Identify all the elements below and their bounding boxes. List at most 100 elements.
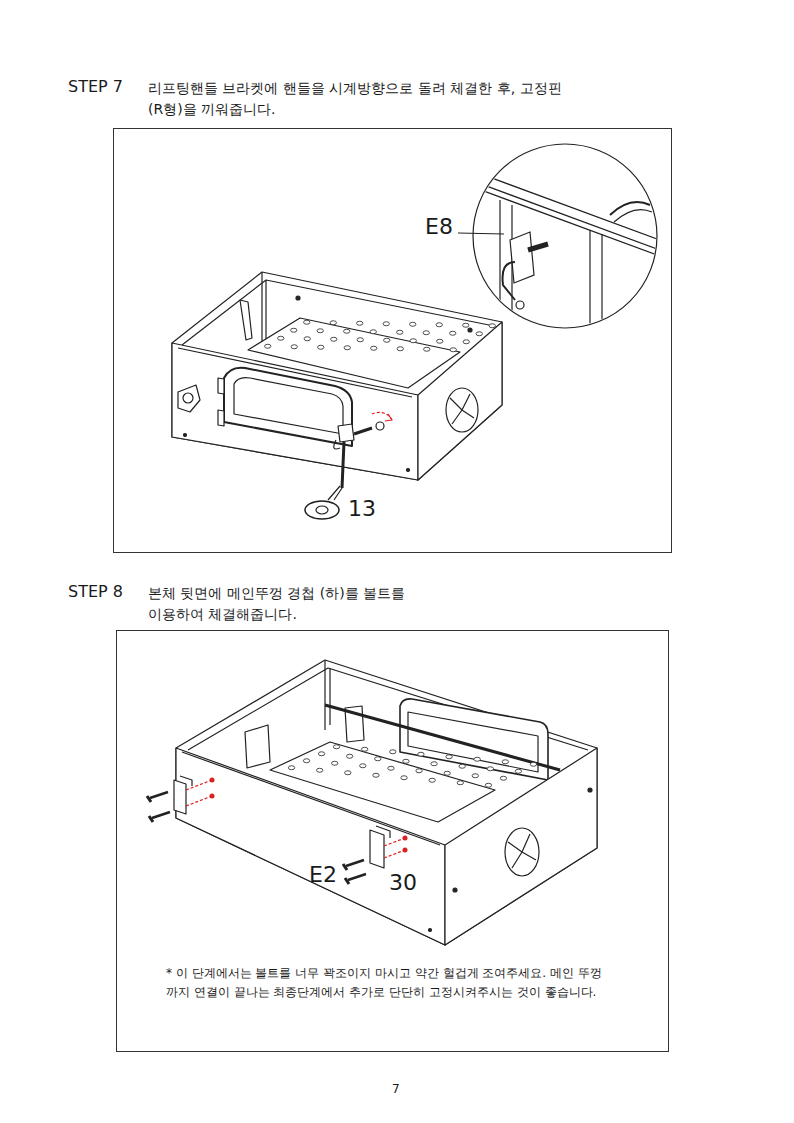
callout-number: 13: [348, 497, 376, 521]
tray-holes: [265, 320, 496, 352]
tray-hole: [450, 331, 456, 335]
tray-hole: [304, 337, 310, 341]
bolt-hole: [210, 778, 215, 783]
inner-bracket: [245, 725, 270, 768]
tray-holes: [288, 745, 536, 788]
tray-hole: [530, 762, 536, 766]
tray-hole: [373, 773, 379, 777]
inset-bracket: [510, 232, 534, 283]
tray-hole: [331, 761, 337, 765]
bolt-hole: [210, 794, 215, 799]
box-outline: [176, 660, 597, 945]
tray-hole: [318, 345, 324, 349]
tray-hole: [459, 764, 465, 768]
screw: [296, 296, 300, 300]
tray-hole: [472, 774, 478, 778]
tray-hole: [357, 338, 363, 342]
step-number: STEP 8: [68, 582, 123, 601]
tray-hole: [344, 329, 350, 333]
back-wall-edge: [262, 272, 266, 345]
screw: [407, 469, 410, 472]
inset-wall: [500, 200, 602, 330]
side-face: [418, 322, 502, 480]
page-number: 7: [392, 1082, 400, 1096]
back-wall-edge: [325, 660, 330, 730]
inset-hole: [516, 301, 524, 309]
tray-hole: [346, 754, 352, 758]
rotation-arrow: [372, 412, 392, 420]
rim-edge: [182, 752, 440, 845]
grill-box-step8: [147, 660, 597, 945]
step-number: STEP 7: [68, 77, 123, 96]
far-door: [400, 699, 548, 780]
tray-hole: [437, 339, 443, 343]
handle-grip: [305, 501, 339, 519]
bolt-hole: [403, 848, 408, 853]
tray-hole: [487, 767, 493, 771]
inner-bracket: [240, 300, 252, 340]
vent-fan: [446, 388, 478, 432]
tray-hole: [431, 762, 437, 766]
side-bracket: [178, 385, 200, 412]
screw: [588, 788, 592, 792]
screw: [184, 434, 187, 437]
tray-hole: [444, 771, 450, 775]
step-instruction: 리프팅핸들 브라켓에 핸들을 시계방향으로 돌려 체결한 후, 고정핀 (R형)…: [148, 78, 568, 120]
step-instruction: 본체 뒷면에 메인뚜껑 경첩 (하)를 볼트를 이용하여 체결해줍니다.: [148, 583, 408, 625]
tray-hole: [318, 752, 324, 756]
tray-hole: [331, 337, 337, 341]
tray-hole: [291, 345, 297, 349]
hinge: [174, 776, 192, 814]
tray-hole: [265, 344, 271, 348]
part-code: E2: [309, 863, 337, 887]
insert-guide: [186, 780, 405, 858]
tray-hole: [500, 776, 506, 780]
tray-hole: [397, 347, 403, 351]
hinge: [370, 826, 390, 868]
tray-hole: [345, 771, 351, 775]
tray-hole: [361, 747, 367, 751]
tray-hole: [463, 340, 469, 344]
handle-grip-end: [316, 506, 328, 514]
tray-hole: [317, 329, 323, 333]
tray-hole: [370, 330, 376, 334]
tray-hole: [489, 324, 495, 328]
tray-hole: [401, 776, 407, 780]
tray-hole: [403, 759, 409, 763]
far-window: [408, 712, 538, 772]
tray-hole: [397, 330, 403, 334]
tray-hole: [384, 338, 390, 342]
tray-hole: [291, 328, 297, 332]
tray-hole: [375, 757, 381, 761]
tray-hole: [344, 346, 350, 350]
tray-hole: [423, 331, 429, 335]
tray-hole: [474, 757, 480, 761]
tray-hole: [288, 766, 294, 770]
inset-bolt: [528, 244, 548, 250]
vent-blade: [508, 834, 536, 868]
bolt-hole: [376, 422, 384, 430]
tray-hole: [390, 750, 396, 754]
tray-hole: [371, 346, 377, 350]
tray-hole: [418, 752, 424, 756]
screw: [453, 888, 457, 892]
detail-inset: [458, 144, 660, 330]
tray-hole: [330, 321, 336, 325]
inset-pin: [503, 262, 516, 300]
screw: [468, 328, 472, 332]
tray-hole: [316, 768, 322, 772]
tray-hole: [515, 769, 521, 773]
leader-line: [458, 233, 504, 234]
screw: [429, 929, 432, 932]
tray-hole: [485, 783, 491, 787]
r-pin: [334, 440, 340, 449]
inset-grip: [614, 210, 652, 222]
inset-grip: [610, 202, 650, 215]
tray-hole: [450, 348, 456, 352]
bolt-hole: [403, 836, 408, 841]
rear-face: [176, 748, 445, 945]
figure-panel: E230* 이 단계에서는 볼트를 너무 꽉조이지 마시고 약간 헐겁게 조여주…: [116, 630, 669, 1052]
figure-panel: E813: [113, 128, 672, 553]
